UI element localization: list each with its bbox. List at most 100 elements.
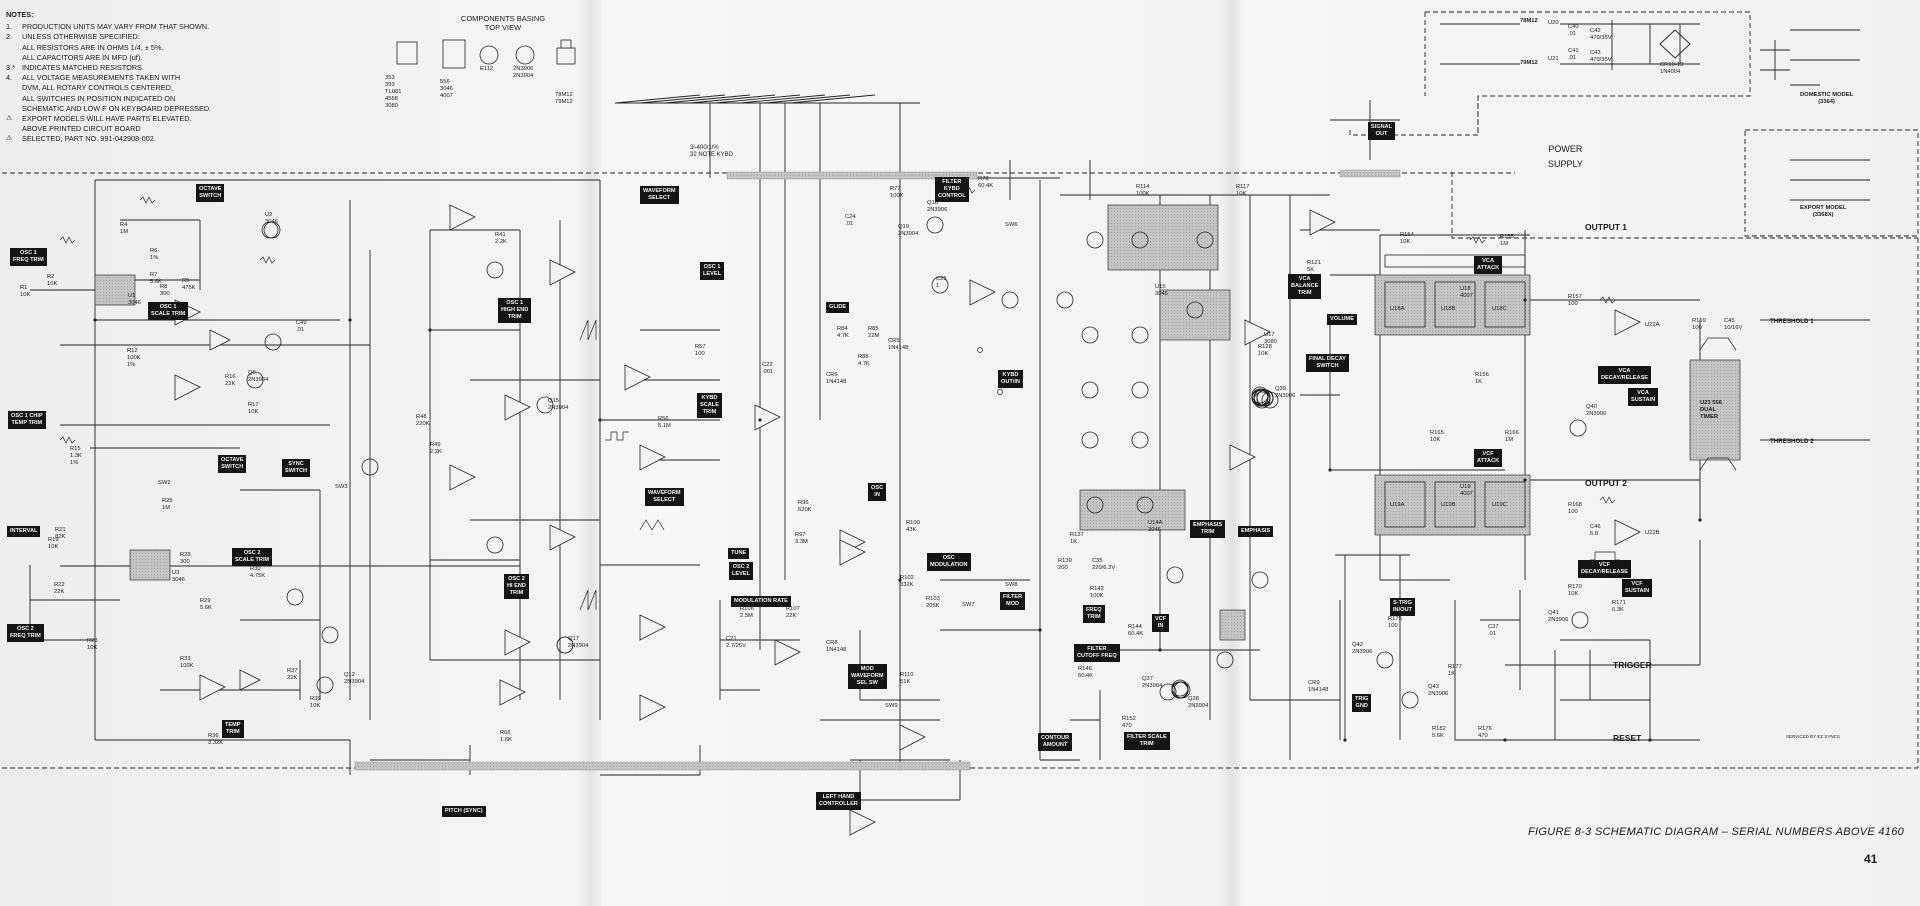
ref-r39: R39 10K: [310, 696, 321, 709]
ref-r176: R176 470: [1478, 726, 1492, 739]
figure-caption: FIGURE 8-3 SCHEMATIC DIAGRAM – SERIAL NU…: [1528, 826, 1905, 838]
ref-r137: R137 1K: [1070, 532, 1084, 545]
ref-r154: R154 10K: [1400, 232, 1414, 245]
reset-label: RESET: [1613, 733, 1642, 743]
ref-c49: C49 .01: [296, 320, 307, 333]
note-line: ALL RESISTORS ARE IN OHMS 1/4, ± 5%.: [22, 42, 164, 52]
ref-r100: R100 43K: [906, 520, 920, 533]
label-interval: INTERVAL: [7, 526, 41, 537]
label-pitch-sync: PITCH (SYNC): [442, 806, 486, 817]
label-vca-sustain: VCA SUSTAIN: [1628, 388, 1659, 406]
ref-cr8: CR8 1N4148: [826, 640, 847, 653]
ref-u18c: U18C: [1492, 306, 1507, 312]
ref-r29: R29 5.6K: [200, 598, 212, 611]
ref-r19: R19 10K: [48, 537, 59, 550]
page-number: 41: [1864, 852, 1878, 866]
ref-q18: Q18 2N3906: [927, 200, 948, 213]
label-s-trig-in-out: S-TRIG IN/OUT: [1390, 598, 1415, 616]
ref-r1: R1 10K: [20, 285, 31, 298]
label-waveform-select-1: WAVEFORM SELECT: [640, 186, 679, 204]
ref-r142: R142 100K: [1090, 586, 1104, 599]
ref-sw3: SW3: [335, 484, 348, 490]
threshold-1-label: THRESHOLD 1: [1770, 318, 1814, 325]
label-mod-waveform-sel: MOD WAVEFORM SEL SW: [848, 664, 887, 689]
notes-block: NOTES: 1.PRODUCTION UNITS MAY VARY FROM …: [6, 10, 256, 145]
ref-u17: U17 3080: [1264, 332, 1277, 345]
warning-triangle-icon: ⚠: [6, 115, 13, 123]
ref-u19c: U19C: [1492, 502, 1507, 508]
note-line: ⚠SELECTED, PART NO. 991-042908-002.: [6, 134, 156, 144]
ref-r182: R182 5.6K: [1432, 726, 1446, 739]
ref-r121: R121 5K: [1307, 260, 1321, 273]
label-osc1-scale-trim: OSC 1 SCALE TRIM: [148, 302, 189, 320]
ref-q42: Q42 2N3906: [1352, 642, 1373, 655]
ref-r8: R8 300: [160, 284, 170, 297]
ref-r97: R97 3.3M: [795, 532, 808, 545]
label-octave-switch-1: OCTAVE SWITCH: [196, 184, 225, 202]
ref-r155: R155 1M: [1500, 234, 1514, 247]
ref-u22b: U22B: [1645, 530, 1660, 536]
label-osc2-freq-trim: OSC 2 FREQ TRIM: [7, 624, 44, 642]
ref-r9: R9 475K: [182, 278, 196, 291]
label-vcf-in: VCF IN: [1152, 614, 1170, 632]
ref-q39: Q39 2N3906: [1275, 386, 1296, 399]
ref-u22a: U22A: [1645, 322, 1660, 328]
ref-c21: C21 2.7/25V: [726, 636, 746, 649]
label-vca-attack: VCA ATTACK: [1474, 256, 1503, 274]
ref-sw2: SW2: [158, 480, 171, 486]
ref-cr5: CR5 1N4148: [888, 338, 909, 351]
ref-u15: U15 3046: [1155, 284, 1168, 297]
warning-triangle-icon: ⚠: [6, 135, 13, 143]
ref-q43: Q43 2N3906: [1428, 684, 1449, 697]
ref-r157: R157 100: [1568, 294, 1582, 307]
ref-r146: R146 60.4K: [1078, 666, 1094, 679]
ref-u21: U21: [1548, 56, 1559, 62]
ref-r156: R156 1K: [1475, 372, 1489, 385]
ref-sw9: SW9: [885, 703, 898, 709]
ref-u20: U20: [1548, 20, 1559, 26]
export-model-label: EXPORT MODEL (3368X): [1800, 205, 1847, 218]
ref-r28: R28 300: [180, 552, 191, 565]
ref-r6: R6 1%: [150, 248, 159, 261]
ref-r117: R117 10K: [1236, 184, 1250, 197]
ref-reg2: 79M12: [1520, 60, 1538, 66]
ref-q40: Q40 2N3906: [1586, 404, 1607, 417]
ref-r96: R96 620K: [798, 500, 812, 513]
ref-u2: U2 3046: [265, 212, 278, 225]
note-line: DVM, ALL ROTARY CONTROLS CENTERED,: [22, 83, 173, 93]
ref-r41: R41 2.2K: [495, 232, 507, 245]
output-2-label: OUTPUT 2: [1585, 478, 1628, 488]
ref-cr9: CR9 1N4148: [1308, 680, 1329, 693]
ref-sw6: SW6: [1005, 222, 1018, 228]
ref-r177: R177 1K: [1448, 664, 1462, 677]
label-trig-gnd: TRIG GND: [1352, 694, 1372, 712]
ref-r106: R106 2.5M: [740, 606, 754, 619]
ref-c37: C37 .01: [1488, 624, 1499, 637]
label-filter-kybd-control: FILTER KYBD CONTROL: [935, 177, 969, 202]
label-octave-switch-2: OCTAVE SWITCH: [218, 455, 247, 473]
ref-r85: R85 22M: [868, 326, 880, 339]
ref-c42: C42 470/35V: [1590, 28, 1612, 41]
ref-r48: R48 220K: [416, 414, 430, 427]
note-line: ALL CAPACITORS ARE IN MFD (uf).: [22, 52, 143, 62]
note-line: 3.*INDICATES MATCHED RESISTORS.: [6, 63, 145, 73]
label-temp-trim: TEMP TRIM: [222, 720, 244, 738]
ref-r139: R139 200: [1058, 558, 1072, 571]
ref-q15: Q15 2N3904: [548, 398, 569, 411]
label-vcf-attack: VCF ATTACK: [1474, 449, 1503, 467]
note-line: ABOVE PRINTED CIRCUIT BOARD: [22, 124, 141, 134]
label-kybd-out-in: KYBD OUT/IN: [998, 370, 1023, 388]
note-line: ⚠EXPORT MODELS WILL HAVE PARTS ELEVATED.: [6, 114, 192, 124]
ref-r12: R12 100K 1%: [127, 348, 141, 368]
ref-r144: R144 60.4K: [1128, 624, 1144, 637]
threshold-2-label: THRESHOLD 2: [1770, 438, 1814, 445]
label-filter-cutoff-freq: FILTER CUTOFF FREQ: [1074, 644, 1120, 662]
ref-r4: R4 1M: [120, 222, 129, 235]
ref-u18b: U18B: [1441, 306, 1456, 312]
note-line: ALL SWITCHES IN POSITION INDICATED ON: [22, 93, 176, 103]
label-contour-amount: CONTOUR AMOUNT: [1038, 733, 1073, 751]
ref-u3: U3 3046: [172, 570, 185, 583]
ref-r25: R25 1M: [162, 498, 173, 511]
